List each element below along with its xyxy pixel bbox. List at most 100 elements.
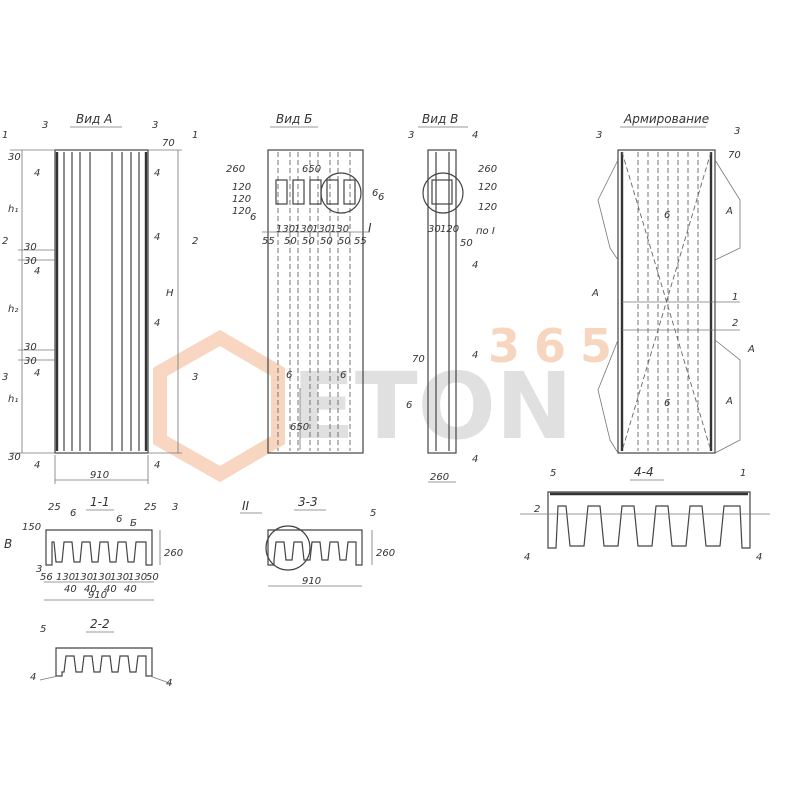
section-1-1: 1-1 260 150 25 25 56 130 130 130 130 130…	[4, 495, 183, 601]
dim-a-30-4: 30	[24, 342, 37, 353]
watermark-digits: 365	[488, 319, 626, 373]
view-b-title: Вид Б	[276, 112, 312, 126]
dim-b-bottom-5: 130	[312, 224, 331, 235]
dim-a-H: H	[166, 288, 174, 299]
dim-b-bottom-8: 50	[338, 236, 351, 247]
callout-r-1: 1	[732, 292, 738, 303]
view-v-title: Вид В	[422, 112, 458, 126]
callout-a-4-3: 4	[154, 232, 160, 243]
dim-a-30-5: 30	[24, 356, 37, 367]
section-2-2-title: 2-2	[90, 617, 110, 631]
dim-a-30-2: 30	[24, 242, 37, 253]
callout-44-4-right: 4	[756, 552, 762, 563]
callout-b-6-1: 6	[250, 212, 256, 223]
reinforcement-view: Армирование А А А А 1 2 3 3 70 6 6	[591, 112, 755, 454]
dim-11-25-right: 25	[144, 502, 157, 513]
dim-a-h1-bottom: h₁	[8, 394, 18, 405]
dim-r-70: 70	[728, 150, 741, 161]
callout-11-6-2: 6	[116, 514, 122, 525]
dim-11-b-4: 130	[110, 572, 129, 583]
dim-v-width: 260	[430, 472, 449, 483]
view-b-mark-I: I	[368, 221, 372, 235]
section-mark-1-left: 1	[2, 130, 8, 141]
dim-a-h2: h₂	[8, 304, 18, 315]
dim-11-25-left: 25	[48, 502, 61, 513]
dim-11-b-2: 130	[74, 572, 93, 583]
dim-v-50: 50	[460, 238, 473, 249]
dim-b-120-2: 120	[232, 194, 251, 205]
callout-44-5: 5	[550, 468, 556, 479]
callout-r-2: 2	[732, 318, 738, 329]
callout-a-4-6: 4	[34, 368, 40, 379]
dim-v-120-1: 120	[478, 182, 497, 193]
callout-v-4-1: 4	[472, 130, 478, 141]
callout-r-A-4: А	[725, 396, 733, 407]
callout-v-4-3: 4	[472, 350, 478, 361]
dim-b-260: 260	[226, 164, 245, 175]
callout-a-3-left: 3	[42, 120, 48, 131]
view-v: Вид В 260 260 120 120 30 120 50 70 по I …	[378, 112, 497, 483]
dim-11-b-5: 130	[128, 572, 147, 583]
section-1-1-title: 1-1	[90, 495, 110, 509]
callout-22-4-right: 4	[166, 678, 172, 689]
dim-11-260: 260	[164, 548, 183, 559]
section-mark-2-left: 2	[2, 236, 8, 247]
dim-b-bottom-9: 55	[354, 236, 367, 247]
dim-v-70: 70	[412, 354, 425, 365]
dim-11-40-3: 40	[104, 584, 117, 595]
view-a-title: Вид А	[76, 112, 112, 126]
dim-a-30-6: 30	[8, 452, 21, 463]
callout-a-4-8: 4	[154, 460, 160, 471]
callout-a-4-7: 4	[34, 460, 40, 471]
callout-33-5: 5	[370, 508, 376, 519]
callout-44-1: 1	[740, 468, 746, 479]
dim-a-30-1: 30	[8, 152, 21, 163]
view-b: Вид Б I 260 650 120 120 120 55 130 50 13…	[226, 112, 378, 454]
section-mark-3-left: 3	[2, 372, 8, 383]
dim-a-h1-top: h₁	[8, 204, 18, 215]
dim-b-650-bottom: 650	[290, 422, 309, 433]
section-2-2: 2-2 5 4 4	[30, 617, 172, 689]
callout-v-6-2: 6	[406, 400, 412, 411]
dim-a-30-3: 30	[24, 256, 37, 267]
dim-b-bottom-3: 130	[294, 224, 313, 235]
dim-11-b-0: 56	[40, 572, 53, 583]
dim-b-650-top: 650	[302, 164, 321, 175]
callout-r-6-2: 6	[664, 398, 670, 409]
callout-a-4-5: 4	[154, 318, 160, 329]
section-mark-1-right: 1	[192, 130, 198, 141]
section-4-4-title: 4-4	[634, 465, 654, 479]
callout-a-3-right: 3	[152, 120, 158, 131]
dim-b-bottom-4: 50	[302, 236, 315, 247]
callout-11-6-1: 6	[70, 508, 76, 519]
dim-b-bottom-1: 130	[276, 224, 295, 235]
callout-b-6-3: 6	[286, 370, 292, 381]
callout-r-A-1: А	[725, 206, 733, 217]
callout-b-6-2: 6	[372, 188, 378, 199]
watermark-text: ETON	[292, 353, 573, 460]
dim-b-bottom-2: 50	[284, 236, 297, 247]
callout-44-4-left: 4	[524, 552, 530, 563]
section-mark-3-right: 3	[192, 372, 198, 383]
dim-11-b-6: 50	[146, 572, 159, 583]
dim-v-260: 260	[478, 164, 497, 175]
callout-v-4-2: 4	[472, 260, 478, 271]
view-v-po-I: по I	[476, 226, 495, 237]
callout-11-3-left: 3	[36, 564, 42, 575]
dim-b-120-3: 120	[232, 206, 251, 217]
watermark-logo: ETON 365	[153, 319, 626, 483]
reinforcement-title: Армирование	[623, 112, 709, 126]
dim-a-width: 910	[90, 470, 109, 481]
label-11-BB: Б	[130, 518, 137, 529]
callout-v-3: 3	[408, 130, 414, 141]
dim-a-70: 70	[162, 138, 175, 149]
dim-11-40-1: 40	[64, 584, 77, 595]
callout-22-4-left: 4	[30, 672, 36, 683]
callout-r-3-left: 3	[596, 130, 602, 141]
callout-r-A-2: А	[591, 288, 599, 299]
section-4-4: 4-4 5 1 2 4 4	[520, 465, 770, 563]
section-3-3-mark-II: II	[242, 499, 250, 513]
dim-11-b-1: 130	[56, 572, 75, 583]
dim-v-120-2: 120	[478, 202, 497, 213]
